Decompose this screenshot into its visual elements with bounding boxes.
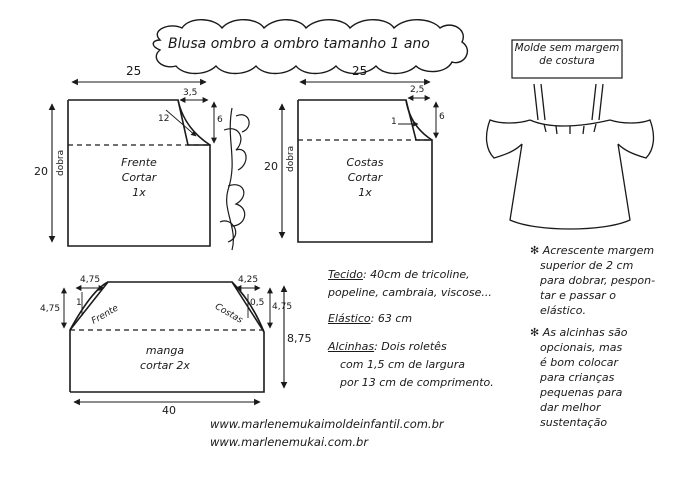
note1-line-1: superior de 2 cm [540,259,634,272]
note1-line-4: elástico. [540,304,586,317]
front-label-2: Cortar [121,171,157,184]
alcinhas-label: Alcinhas [328,340,375,353]
blouse-sketch [485,83,655,230]
signature-graphic [219,107,250,251]
back-label-1: Costas [346,156,384,169]
front-curve-label: 12 [158,114,170,124]
note2-line-3: para crianças [540,371,615,384]
alcinhas-line3: por 13 cm de comprimento. [340,376,494,389]
back-height-label: 20 [264,160,278,173]
mold-note-box [511,39,623,79]
title-cloud [152,19,468,75]
front-height-label: 20 [34,165,48,178]
note1-line-0: ✻ Acrescente margem [530,244,655,257]
sleeve-label-2: cortar 2x [140,359,190,372]
sleeve-left-inner-label: 1 [76,298,82,308]
note2-line-5: dar melhor [540,401,601,414]
front-fold-label: dobra [56,149,66,176]
note2-line-6: sustentação [540,416,608,429]
page-title: Blusa ombro a ombro tamanho 1 ano [168,36,430,52]
front-label-1: Frente [121,156,157,169]
back-curve-label: 1 [391,117,397,127]
back-width-label: 25 [352,64,368,78]
note2-line-4: pequenas para [540,386,623,399]
back-label-2: Cortar [347,171,383,184]
note2-line-2: é bom colocar [540,356,619,369]
back-neck-width-label: 2,5 [410,85,425,95]
sleeve-right-inner-label: 0,5 [250,298,265,308]
back-label-3: 1x [358,186,372,199]
materials-elastico: Elástico: 63 cm [328,312,412,327]
note1-line-3: tar e passar o [540,289,617,302]
tecido-label: Tecido [328,268,363,281]
front-width-label: 25 [126,64,142,78]
note2-line-0: ✻ As alcinhas são [530,326,628,339]
sleeve-left-side-label: 4,75 [40,304,61,314]
tecido-line2: popeline, cambraia, viscose... [328,286,492,299]
front-label-3: 1x [132,186,146,199]
note1-line-2: para dobrar, pespon- [540,274,656,287]
url-2: www.marlenemukai.com.br [210,435,369,449]
front-neck-width-label: 3,5 [183,88,198,98]
back-fold-label: dobra [286,145,296,172]
front-neck-depth-label: 6 [217,115,223,125]
elastico-value: : 63 cm [370,312,413,325]
url-1: www.marlenemukaimoldeinfantil.com.br [210,417,444,431]
tecido-line1: : 40cm de tricoline, [362,268,470,281]
sleeve-label-1: manga [145,344,185,357]
mold-note: Molde sem margem de costura [514,42,620,68]
sleeve-height-label: 8,75 [287,332,312,345]
elastico-label: Elástico [328,312,371,325]
sleeve-right-side-label: 4,75 [272,302,293,312]
alcinhas-line1: : Dois roletês [374,340,447,353]
sleeve-width-label: 40 [162,404,176,417]
sleeve-left-top-label: 4,75 [80,275,101,285]
back-piece [278,78,439,243]
sleeve-right-top-label: 4,25 [238,275,259,285]
materials-alcinhas: Alcinhas: Dois roletês [328,340,447,355]
materials-tecido: Tecido: 40cm de tricoline, [328,268,470,283]
front-piece [48,78,217,247]
alcinhas-line2: com 1,5 cm de largura [340,358,466,371]
sleeve-piece [61,281,288,406]
note2-line-1: opcionais, mas [540,341,623,354]
back-neck-depth-label: 6 [439,112,445,122]
